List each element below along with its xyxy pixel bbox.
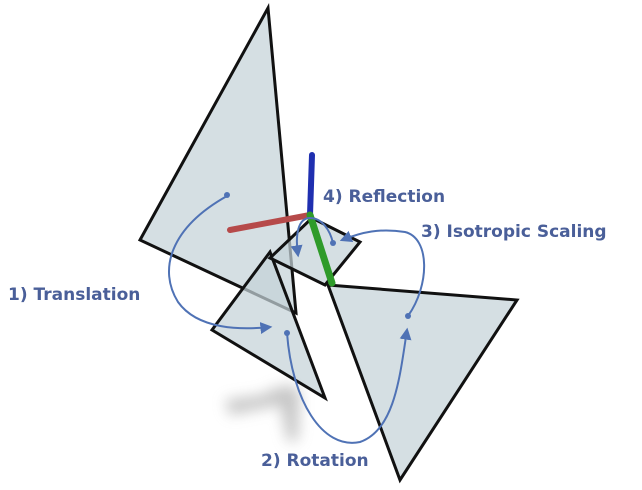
arrow-translation [168, 195, 273, 334]
shadow [225, 385, 300, 442]
arrow-reflection [290, 216, 334, 258]
triangle-scaled [325, 283, 520, 484]
axis-y [306, 211, 336, 287]
label-reflection: 4) Reflection [323, 187, 446, 207]
axis-z [307, 152, 315, 218]
label-rotation: 2) Rotation [261, 451, 369, 471]
label-translation: 1) Translation [8, 285, 141, 305]
axis-x [227, 212, 313, 233]
arrow-scaling [339, 229, 426, 317]
arrow-rotation [286, 327, 412, 444]
label-scaling: 3) Isotropic Scaling [421, 222, 607, 242]
